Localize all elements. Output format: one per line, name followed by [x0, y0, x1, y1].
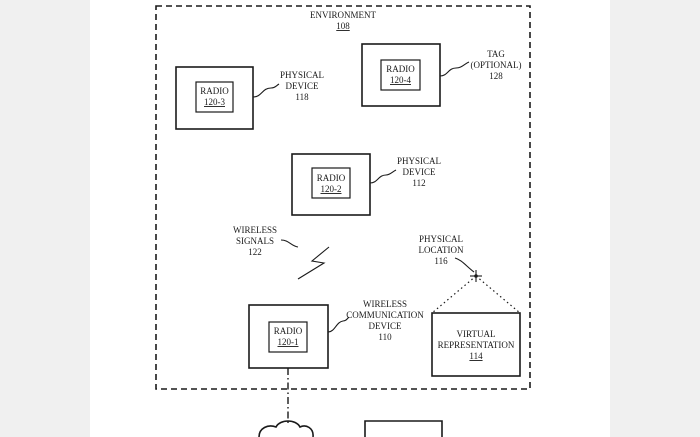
radio-120-2-ref: 120-2: [321, 184, 342, 194]
radio-120-4-box: [380, 59, 421, 91]
physical-device-112-box: [291, 153, 371, 216]
wireless-signals-line2: SIGNALS: [236, 236, 274, 246]
physical-location-ref: 116: [434, 256, 448, 266]
radio-120-3-box: [195, 81, 234, 113]
lightning-bolt-icon: [297, 246, 330, 280]
virtual-representation-line1: VIRTUAL: [457, 329, 496, 339]
patent-sheet: [90, 0, 610, 437]
environment-label: ENVIRONMENT: [310, 10, 376, 20]
wireless-signals-line1: WIRELESS: [233, 225, 277, 235]
wireless-comm-line3: DEVICE: [369, 321, 402, 331]
tag-ref: 128: [489, 71, 503, 81]
physical-device-112-ref: 112: [412, 178, 425, 188]
radio-120-1-ref: 120-1: [278, 337, 299, 347]
virtual-representation-line2: REPRESENTATION: [438, 340, 515, 350]
virtual-representation-ref: 114: [469, 351, 483, 361]
leader-118: [252, 83, 280, 98]
wireless-signals-ref: 122: [248, 247, 262, 257]
physical-device-112-line1: PHYSICAL: [397, 156, 441, 166]
leader-128: [439, 61, 470, 77]
virtual-representation-box: [431, 312, 521, 377]
tag-128-box: [361, 43, 441, 107]
physical-device-118-ref: 118: [295, 92, 309, 102]
wireless-comm-ref: 110: [378, 332, 392, 342]
wireless-comm-line2: COMMUNICATION: [346, 310, 424, 320]
physical-device-118-line1: PHYSICAL: [280, 70, 324, 80]
tag-line2: (OPTIONAL): [471, 60, 522, 70]
radio-120-2-box: [311, 167, 351, 199]
leader-112: [369, 169, 397, 184]
physical-device-118-box: [175, 66, 254, 130]
network-cloud-icon: [258, 420, 314, 437]
leader-122: [280, 239, 299, 248]
projection-line-right: [475, 275, 521, 314]
physical-device-118-line2: DEVICE: [286, 81, 319, 91]
projection-line-left: [431, 275, 477, 314]
radio-120-3-ref: 120-3: [204, 97, 225, 107]
radio-120-4-label: RADIO: [386, 64, 415, 74]
physical-location-line1: PHYSICAL: [419, 234, 463, 244]
physical-device-112-line2: DEVICE: [403, 167, 436, 177]
leader-110: [327, 316, 350, 333]
tag-line1: TAG: [487, 49, 505, 59]
physical-location-line2: LOCATION: [419, 245, 464, 255]
radio-120-2-label: RADIO: [317, 173, 346, 183]
environment-boundary: [155, 5, 531, 390]
server-box-partial: [364, 420, 443, 437]
radio-120-1-box: [268, 321, 308, 353]
leader-116: [454, 257, 475, 273]
environment-ref: 108: [336, 21, 350, 31]
radio-120-1-label: RADIO: [274, 326, 303, 336]
wireless-comm-line1: WIRELESS: [363, 299, 407, 309]
radio-120-4-ref: 120-4: [390, 75, 411, 85]
radio-120-3-label: RADIO: [200, 86, 229, 96]
